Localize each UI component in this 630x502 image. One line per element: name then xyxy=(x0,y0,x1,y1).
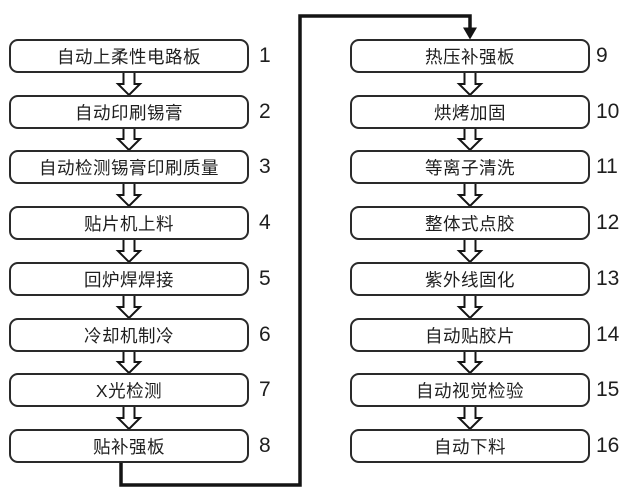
down-arrow-icon xyxy=(115,73,143,97)
flow-step-label: 自动检测锡膏印刷质量 xyxy=(39,157,219,178)
down-arrow-icon xyxy=(456,352,484,375)
flow-step-box: 热压补强板 xyxy=(350,39,590,73)
flow-step-label: 自动上柔性电路板 xyxy=(57,46,201,67)
flow-step-box: 贴补强板 xyxy=(9,429,249,463)
flow-step-label: 贴补强板 xyxy=(93,436,165,457)
flow-step-box: 紫外线固化 xyxy=(350,262,590,296)
flow-step-label: 烘烤加固 xyxy=(434,102,506,123)
flow-step-box: 自动下料 xyxy=(350,429,590,463)
flow-step-label: 自动印刷锡膏 xyxy=(75,102,183,123)
flow-step-box: 整体式点胶 xyxy=(350,206,590,240)
flow-step-box: X光检测 xyxy=(9,373,249,407)
flow-step-label: X光检测 xyxy=(95,380,163,401)
step-number: 15 xyxy=(596,378,620,401)
flow-step-label: 自动贴胶片 xyxy=(425,325,515,346)
flow-step-box: 冷却机制冷 xyxy=(9,318,249,352)
step-number: 14 xyxy=(596,323,620,346)
flow-step-box: 回炉焊焊接 xyxy=(9,262,249,296)
step-number: 5 xyxy=(259,267,271,290)
down-arrow-icon xyxy=(456,73,484,97)
flow-step-box: 自动贴胶片 xyxy=(350,318,590,352)
down-arrow-icon xyxy=(115,407,143,431)
flow-step-label: 贴片机上料 xyxy=(84,213,174,234)
step-number: 13 xyxy=(596,267,620,290)
flow-step-box: 自动检测锡膏印刷质量 xyxy=(9,150,249,184)
step-number: 16 xyxy=(596,434,620,457)
flow-step-box: 等离子清洗 xyxy=(350,150,590,184)
down-arrow-icon xyxy=(456,129,484,152)
flow-step-label: 紫外线固化 xyxy=(425,269,515,290)
down-arrow-icon xyxy=(456,240,484,264)
flow-step-box: 贴片机上料 xyxy=(9,206,249,240)
down-arrow-icon xyxy=(115,184,143,208)
down-arrow-icon xyxy=(456,407,484,431)
down-arrow-icon xyxy=(115,296,143,320)
step-number: 3 xyxy=(259,155,271,178)
step-number: 4 xyxy=(259,211,271,234)
step-number: 8 xyxy=(259,434,271,457)
step-number: 12 xyxy=(596,211,620,234)
down-arrow-icon xyxy=(115,352,143,375)
flow-step-box: 烘烤加固 xyxy=(350,95,590,129)
down-arrow-icon xyxy=(456,296,484,320)
flow-step-label: 整体式点胶 xyxy=(425,213,515,234)
step-number: 10 xyxy=(596,100,620,123)
down-arrow-icon xyxy=(115,129,143,152)
step-number: 7 xyxy=(259,378,271,401)
flow-step-box: 自动上柔性电路板 xyxy=(9,39,249,73)
step-number: 2 xyxy=(259,100,271,123)
step-number: 6 xyxy=(259,323,271,346)
step-number: 9 xyxy=(596,44,608,67)
down-arrow-icon xyxy=(115,240,143,264)
down-arrow-icon xyxy=(456,184,484,208)
flow-step-label: 自动视觉检验 xyxy=(416,380,524,401)
flow-step-label: 热压补强板 xyxy=(425,46,515,67)
connector-arrowhead-icon xyxy=(463,27,477,40)
flow-step-label: 等离子清洗 xyxy=(425,157,515,178)
flow-step-box: 自动视觉检验 xyxy=(350,373,590,407)
flow-step-box: 自动印刷锡膏 xyxy=(9,95,249,129)
step-number: 11 xyxy=(596,155,618,178)
step-number: 1 xyxy=(259,44,271,67)
flow-step-label: 回炉焊焊接 xyxy=(84,269,174,290)
loop-connector-line xyxy=(119,14,472,487)
flow-step-label: 自动下料 xyxy=(434,436,506,457)
flow-step-label: 冷却机制冷 xyxy=(84,325,174,346)
